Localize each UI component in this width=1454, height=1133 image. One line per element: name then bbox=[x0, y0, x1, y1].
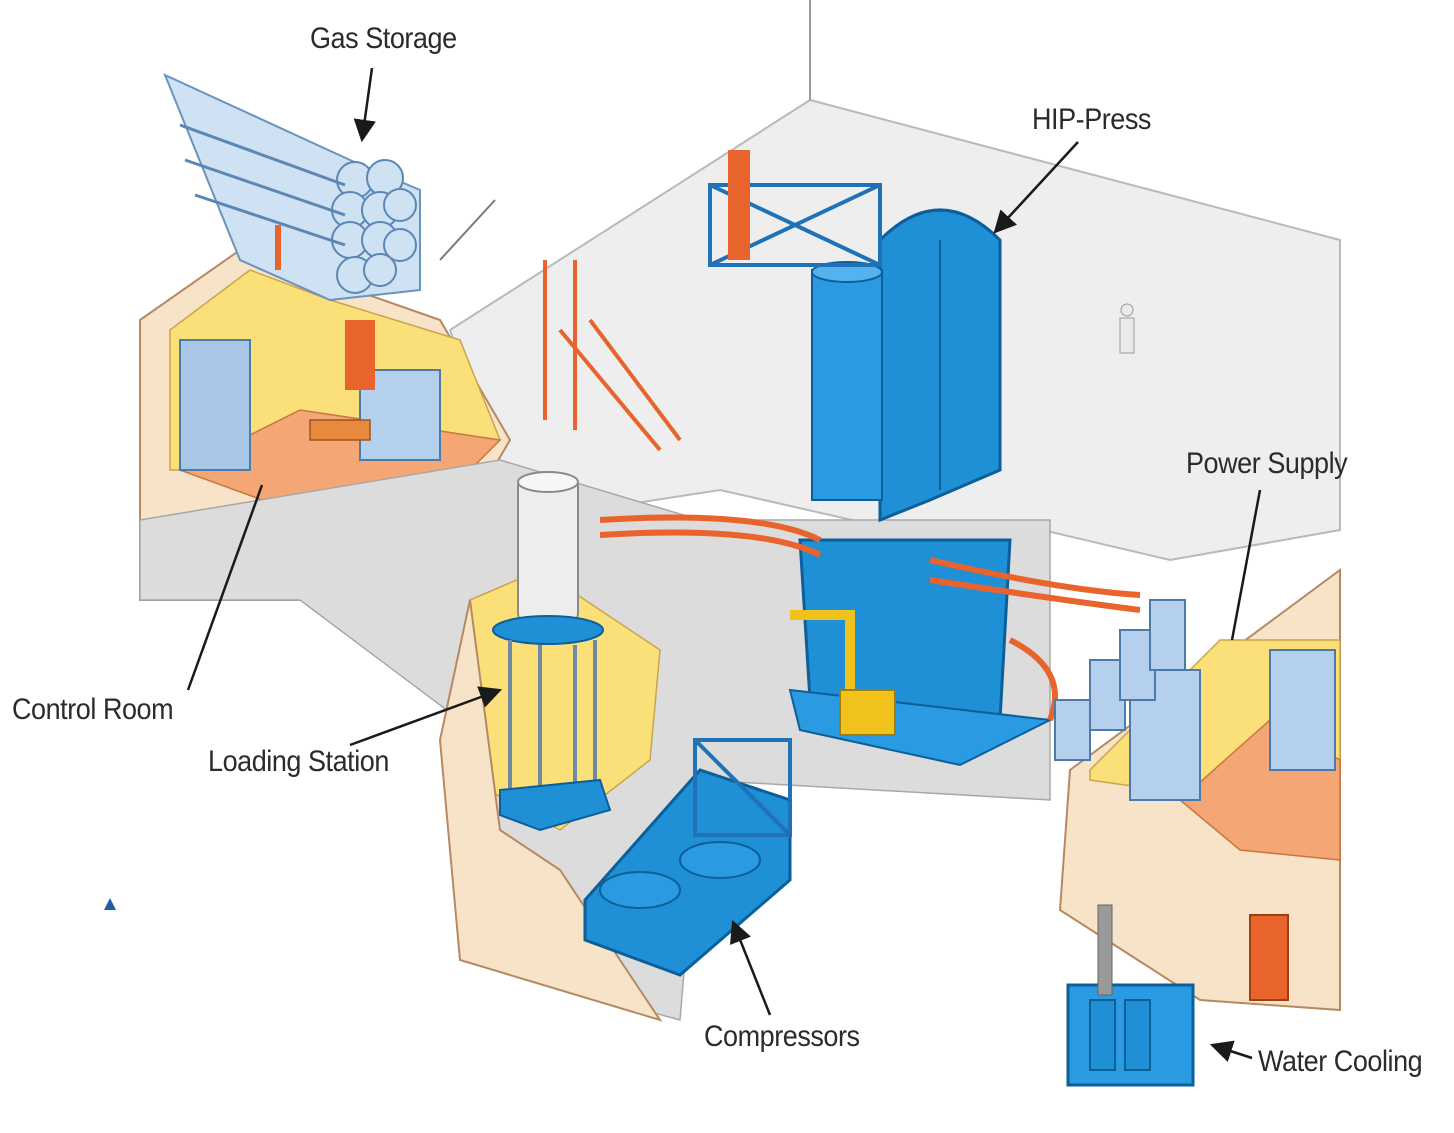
person-figure bbox=[1119, 303, 1135, 354]
gas-storage-label: Gas Storage bbox=[310, 22, 457, 55]
power-supply-label: Power Supply bbox=[1186, 447, 1348, 480]
compressors-label: Compressors bbox=[704, 1020, 860, 1053]
control-room-label: Control Room bbox=[12, 693, 174, 726]
blue-triangle-marker bbox=[104, 898, 116, 910]
power-supply-arrow bbox=[1230, 489, 1262, 641]
water-cooling-label: Water Cooling bbox=[1258, 1045, 1423, 1078]
loading-station-arrow bbox=[349, 686, 503, 747]
control-room-arrow bbox=[186, 484, 264, 691]
loading-station-cylinder bbox=[517, 479, 579, 621]
control-cabinet-left bbox=[179, 339, 251, 471]
gas-storage-arrow bbox=[353, 67, 376, 143]
loading-station-label: Loading Station bbox=[208, 745, 389, 778]
hip-press-label: HIP-Press bbox=[1032, 103, 1151, 136]
compressors-arrow bbox=[730, 919, 772, 1016]
water-cooling-unit bbox=[1066, 904, 1195, 1087]
water-cooling-arrow bbox=[1209, 1040, 1253, 1062]
orange-pipes bbox=[599, 514, 1141, 722]
door bbox=[1249, 914, 1289, 1001]
hip-press-arrow bbox=[993, 141, 1079, 234]
